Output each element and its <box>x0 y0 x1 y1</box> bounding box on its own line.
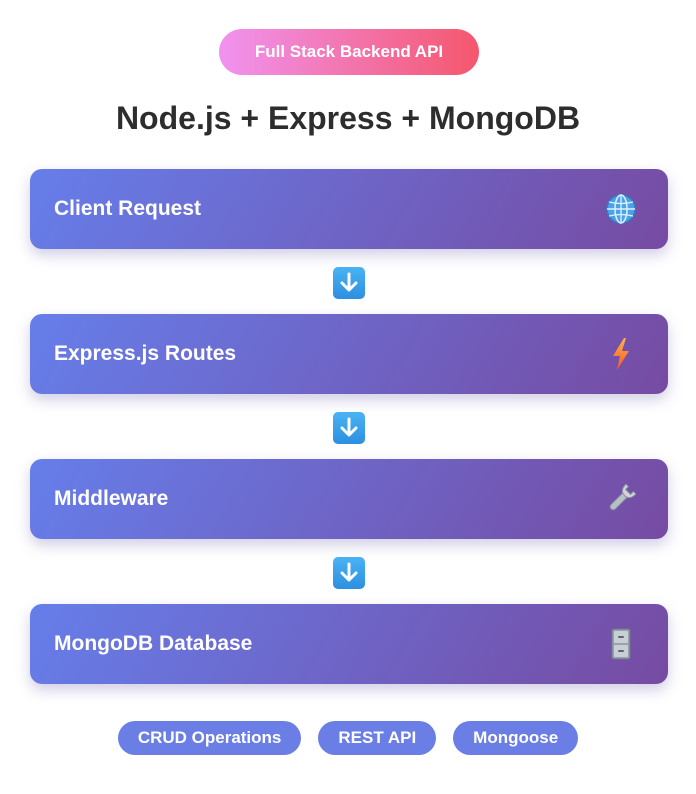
wrench-icon <box>604 482 638 516</box>
flow-step-client-request: Client Request <box>30 169 668 249</box>
flow-step-mongodb-database: MongoDB Database <box>30 604 668 684</box>
page-title: Node.js + Express + MongoDB <box>115 100 581 136</box>
flow-step-label: Middleware <box>54 487 169 510</box>
header-badge-label: Full Stack Backend API <box>254 42 444 61</box>
file-cabinet-icon <box>604 627 638 661</box>
tag-mongoose: Mongoose <box>453 721 579 755</box>
down-arrow-icon <box>333 267 365 299</box>
lightning-icon <box>604 337 638 371</box>
tag-rest-api: REST API <box>318 721 437 755</box>
down-arrow-icon <box>333 557 365 589</box>
flow-step-label: Client Request <box>54 197 202 220</box>
tag-crud-operations: CRUD Operations <box>117 721 302 755</box>
flow-step-middleware: Middleware <box>30 459 668 539</box>
tag-list: CRUD Operations REST API Mongoose <box>0 721 696 755</box>
down-arrow-icon <box>333 412 365 444</box>
flow-step-label: Express.js Routes <box>54 342 237 365</box>
header-badge: Full Stack Backend API <box>219 29 479 75</box>
flow-step-label: MongoDB Database <box>54 632 253 655</box>
globe-icon <box>604 192 638 226</box>
flow-step-express-routes: Express.js Routes <box>30 314 668 394</box>
